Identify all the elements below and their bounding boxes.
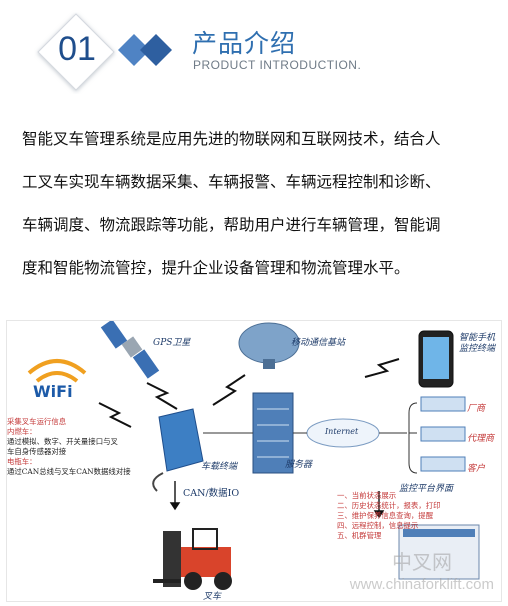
connection-lines <box>203 402 418 474</box>
section-number: 01 <box>58 30 96 68</box>
section-subtitle: PRODUCT INTRODUCTION. <box>193 58 362 72</box>
intro-line: 智能叉车管理系统是应用先进的物联网和互联网技术，结合人 <box>22 130 441 148</box>
right-notes: 一、当前状态展示 二、历史状态统计，报表，打印 三、维护保养信息查询，提醒 四、… <box>337 491 440 541</box>
server-label: 服务器 <box>285 460 313 470</box>
note-line: 内燃车： <box>7 427 37 436</box>
note-line: 二、历史状态统计，报表，打印 <box>337 501 441 510</box>
server-rack-icon <box>252 392 294 474</box>
can-label: CAN/数据IO <box>183 488 240 499</box>
platform-label: 监控平台界面 <box>399 484 454 494</box>
intro-line: 工叉车实现车辆数据采集、车辆报警、车辆远程控制和诊断、 <box>22 173 441 191</box>
customer-label: 客户 <box>467 464 486 474</box>
diagram-graphics: WiFi <box>27 321 480 590</box>
diamond-decoration-icon <box>118 34 172 66</box>
section-title: 产品介绍 <box>192 29 297 58</box>
intro-line: 车辆调度、物流跟踪等功能，帮助用户进行车辆管理，智能调 <box>22 216 441 234</box>
note-line: 通过CAN总线与叉车CAN数据线对接 <box>7 467 131 476</box>
watermark-cn: 中叉网 <box>392 550 452 574</box>
number-diamond-badge <box>37 13 115 91</box>
satellite-dish-icon <box>238 322 300 369</box>
forklift-icon <box>153 528 232 590</box>
agent-label: 代理商 <box>467 434 495 444</box>
wifi-text: WiFi <box>33 382 73 401</box>
note-line: 通过模拟、数字、开关量接口与叉 <box>7 437 118 446</box>
note-line: 一、当前状态展示 <box>337 491 397 500</box>
wifi-logo-icon: WiFi <box>27 359 87 401</box>
monitor-screens-icon <box>420 396 466 472</box>
note-line: 电瓶车： <box>7 457 37 466</box>
system-diagram: WiFi <box>6 320 502 602</box>
note-line: 车自身传感器对接 <box>7 447 67 456</box>
wireless-link-icons <box>98 358 400 428</box>
smartphone-icon <box>418 330 454 388</box>
vehicle-terminal-label: 车载终端 <box>201 462 238 472</box>
internet-label: Internet <box>325 427 359 436</box>
satellite-icon <box>100 321 160 379</box>
note-line: 四、远程控制，信息提示 <box>337 521 419 530</box>
intro-paragraph: 智能叉车管理系统是应用先进的物联网和互联网技术，结合人 工叉车实现车辆数据采集、… <box>22 118 488 290</box>
intro-line: 度和智能物流管控，提升企业设备管理和物流管理水平。 <box>22 259 410 277</box>
note-line: 五、机群管理 <box>337 531 382 540</box>
left-notes: 采集叉车运行信息 内燃车： 通过模拟、数字、开关量接口与叉 车自身传感器对接 电… <box>7 417 131 477</box>
forklift-label: 叉车 <box>203 592 222 602</box>
watermark-url: www.chinaforklift.com <box>349 576 494 593</box>
data-flow-arrows <box>169 481 385 519</box>
platform-screen-icon <box>398 524 480 580</box>
note-line: 三、维护保养信息查询，提醒 <box>337 511 434 520</box>
phone-label: 智能手机 监控终端 <box>459 333 496 354</box>
tower-label: 移动通信基站 <box>291 338 346 348</box>
factory-label: 厂商 <box>467 404 486 414</box>
vehicle-terminal-icon <box>152 408 204 492</box>
gps-label: GPS卫星 <box>153 338 191 348</box>
note-line: 采集叉车运行信息 <box>7 417 67 426</box>
